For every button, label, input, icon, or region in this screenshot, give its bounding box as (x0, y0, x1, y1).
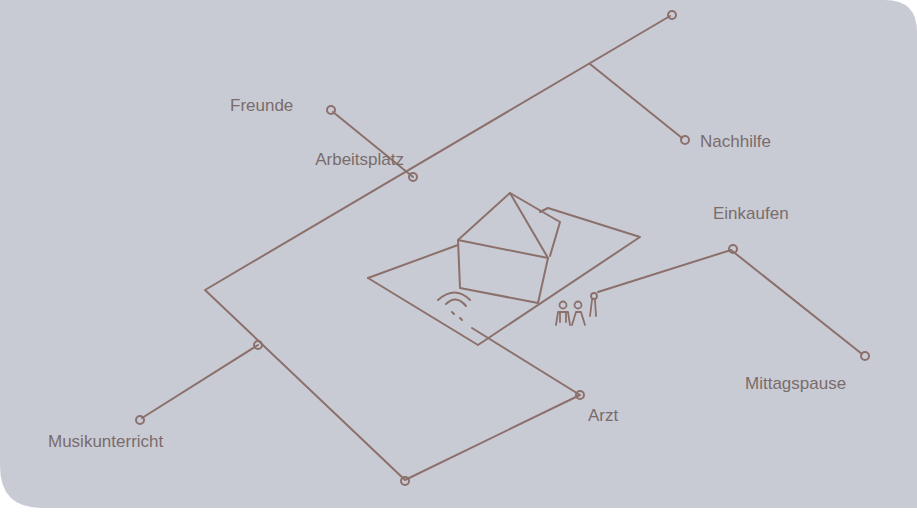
route-dots (136, 11, 869, 485)
slide (438, 293, 470, 307)
place-label: Nachhilfe (700, 132, 771, 152)
route-line (590, 64, 682, 138)
place-label: Einkaufen (713, 204, 789, 224)
place-label: Freunde (230, 96, 293, 116)
route-line (205, 16, 670, 480)
route-line (142, 345, 258, 418)
people (556, 293, 597, 325)
place-label: Mittagspause (745, 374, 846, 394)
route-line (598, 250, 862, 354)
place-label: Arzt (588, 406, 618, 426)
place-label: Musikunterricht (48, 432, 163, 452)
place-label: Arbeitsplatz (315, 150, 404, 170)
house-plot (368, 193, 640, 345)
